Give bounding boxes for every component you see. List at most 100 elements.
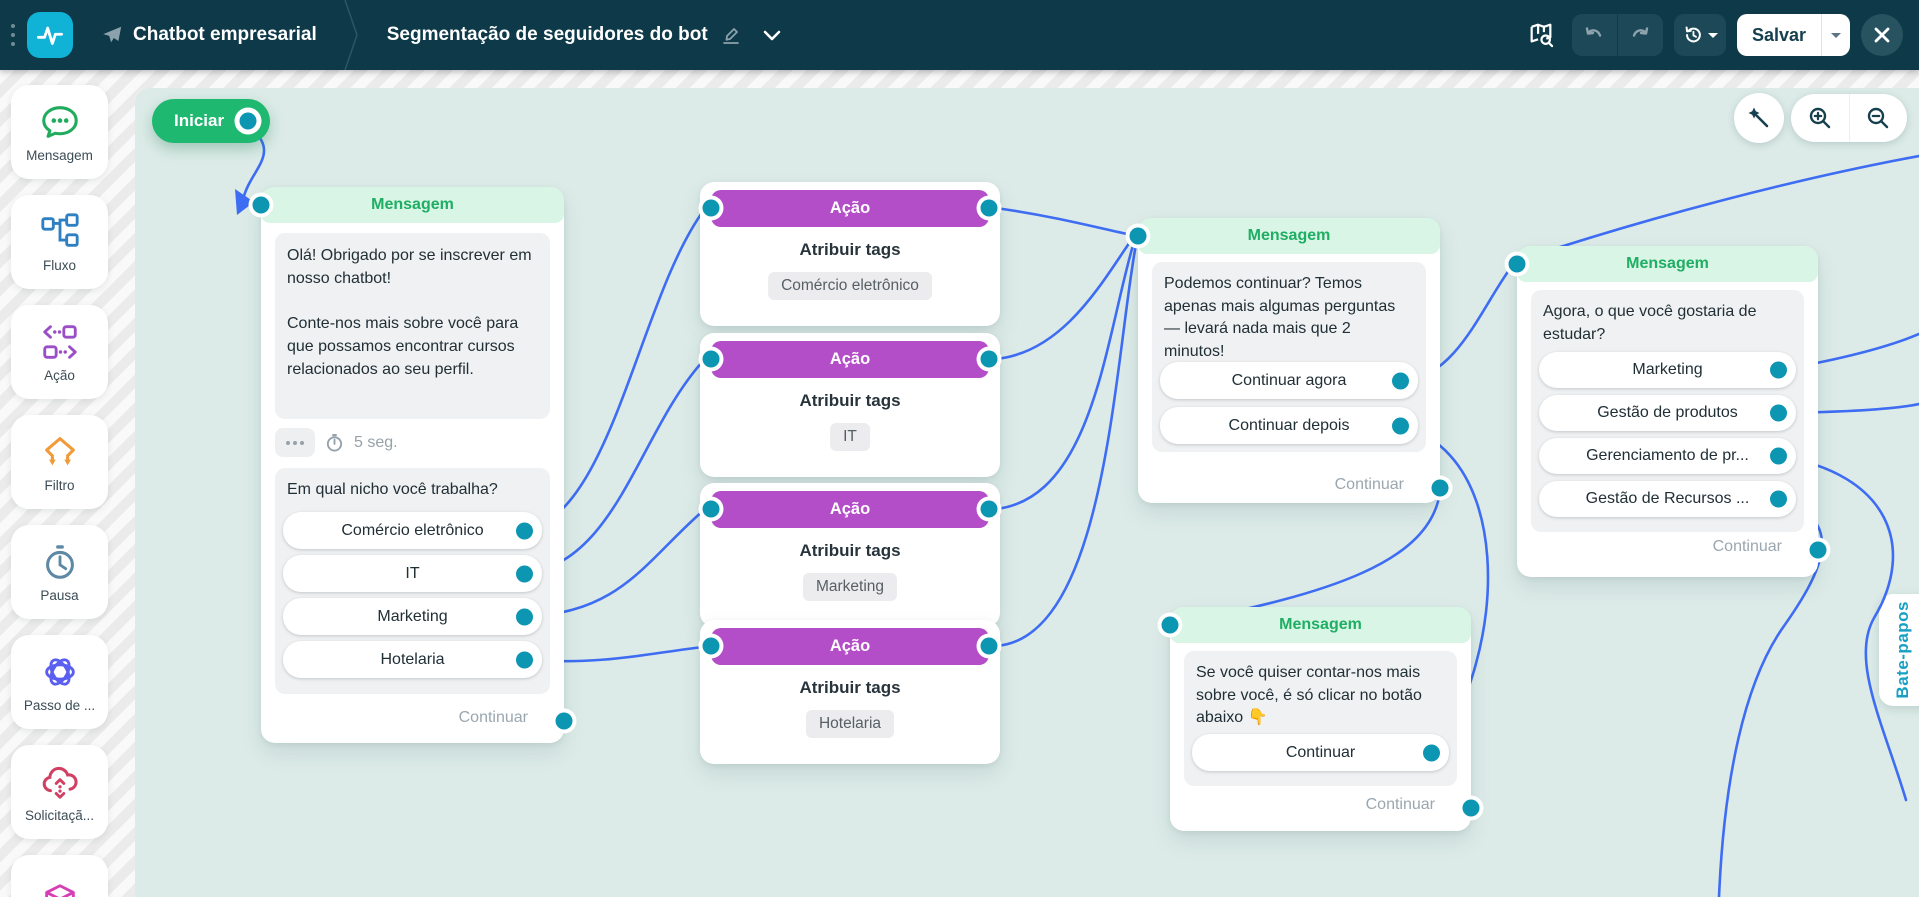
tag-chip: Comércio eletrônico xyxy=(768,272,932,300)
edit-pencil-icon[interactable] xyxy=(721,25,741,45)
output-connector-dot[interactable] xyxy=(980,199,998,217)
action-title: Atribuir tags xyxy=(799,391,901,410)
output-connector-dot[interactable] xyxy=(1462,799,1480,817)
undo-button[interactable] xyxy=(1572,14,1617,56)
button-label: Continuar xyxy=(1285,743,1356,761)
save-divider xyxy=(1821,14,1822,56)
action-node-4[interactable]: Ação Atribuir tags Hotelaria xyxy=(700,620,1000,764)
quick-reply-button[interactable]: Gestão de produtos xyxy=(1539,395,1796,431)
input-connector-dot[interactable] xyxy=(702,637,720,655)
input-connector-dot[interactable] xyxy=(1508,255,1526,273)
redo-icon xyxy=(1633,27,1649,37)
input-connector-dot[interactable] xyxy=(702,500,720,518)
palette-item-api-request[interactable]: Solicitaçã... xyxy=(11,745,108,839)
input-connector-dot[interactable] xyxy=(1161,616,1179,634)
palette-item-action[interactable]: Ação xyxy=(11,305,108,399)
undo-icon xyxy=(1586,27,1602,37)
close-button[interactable] xyxy=(1861,14,1903,56)
output-connector-dot[interactable] xyxy=(555,712,573,730)
action-title: Atribuir tags xyxy=(799,541,901,560)
save-button[interactable]: Salvar xyxy=(1751,24,1806,45)
message-node-4[interactable]: Mensagem Se você quiser contar-nos mais … xyxy=(1161,607,1480,831)
continue-output-label: Continuar xyxy=(1334,476,1404,493)
palette-item-ai-step[interactable]: Passo de ... xyxy=(11,635,108,729)
quick-reply-button[interactable]: Gerenciamento de pr... xyxy=(1539,438,1796,474)
palette-item-random[interactable] xyxy=(11,855,108,897)
connector-dot[interactable] xyxy=(1423,744,1440,761)
quick-reply-button[interactable]: IT xyxy=(283,555,542,592)
connector-dot[interactable] xyxy=(1770,404,1787,422)
button-label: Gerenciamento de pr... xyxy=(1586,447,1749,464)
connector-dot[interactable] xyxy=(239,112,257,130)
more-options-button[interactable] xyxy=(275,428,315,457)
palette-item-filter[interactable]: Filtro xyxy=(11,415,108,509)
quick-reply-button[interactable]: Continuar xyxy=(1192,734,1449,771)
connector-dot[interactable] xyxy=(516,608,533,625)
map-search-icon[interactable] xyxy=(1527,21,1555,49)
palette-item-label: Solicitaçã... xyxy=(24,808,95,823)
random-cube-icon xyxy=(44,884,75,897)
input-connector-dot[interactable] xyxy=(702,199,720,217)
quick-reply-button[interactable]: Marketing xyxy=(1539,352,1796,388)
output-connector-dot[interactable] xyxy=(1809,541,1827,559)
auto-arrange-button[interactable] xyxy=(1734,93,1784,143)
connector-dot[interactable] xyxy=(1392,372,1409,389)
connector-dot[interactable] xyxy=(516,651,533,668)
palette-item-label: Fluxo xyxy=(42,258,76,273)
connector-dot[interactable] xyxy=(516,522,533,539)
quick-reply-button[interactable]: Gestão de Recursos ... xyxy=(1539,481,1796,517)
quick-reply-button[interactable]: Hotelaria xyxy=(283,641,542,678)
title-chevron-down-icon[interactable] xyxy=(763,30,781,41)
palette-item-flow[interactable]: Fluxo xyxy=(11,195,108,289)
telegram-icon xyxy=(103,26,122,43)
output-connector-dot[interactable] xyxy=(1431,479,1449,497)
app-logo[interactable] xyxy=(27,12,73,58)
zoom-controls xyxy=(1791,94,1907,142)
connector-dot[interactable] xyxy=(1770,447,1787,465)
palette-item-label: Ação xyxy=(44,368,75,383)
redo-button[interactable] xyxy=(1616,14,1663,56)
action-node-1[interactable]: Ação Atribuir tags Comércio eletrônico xyxy=(700,182,1000,326)
message-text: Olá! Obrigado por se inscrever em nosso … xyxy=(287,247,532,287)
connector-dot[interactable] xyxy=(1770,490,1787,508)
message-text: Agora, o que você gostaria de estudar? xyxy=(1543,303,1757,343)
message-node-1[interactable]: Mensagem Olá! Obrigado por se inscrever … xyxy=(252,187,573,743)
input-connector-dot[interactable] xyxy=(252,196,270,214)
button-label: Hotelaria xyxy=(380,650,445,668)
chats-tab[interactable]: Bate-papos xyxy=(1879,594,1919,706)
action-node-3[interactable]: Ação Atribuir tags Marketing xyxy=(700,483,1000,627)
continue-output-label: Continuar xyxy=(1712,538,1782,555)
bot-name: Chatbot empresarial xyxy=(133,24,317,45)
zoom-in-button[interactable] xyxy=(1791,94,1849,142)
top-bar-actions: Salvar xyxy=(1527,14,1903,56)
zoom-out-button[interactable] xyxy=(1848,94,1908,142)
quick-reply-button[interactable]: Continuar depois xyxy=(1160,407,1418,444)
start-node[interactable]: Iniciar xyxy=(152,99,270,143)
palette-item-pause[interactable]: Pausa xyxy=(11,525,108,619)
message-node-3[interactable]: Mensagem Agora, o que você gostaria de e… xyxy=(1508,246,1827,577)
action-node-2[interactable]: Ação Atribuir tags IT xyxy=(700,333,1000,477)
output-connector-dot[interactable] xyxy=(980,500,998,518)
action-title: Atribuir tags xyxy=(799,240,901,259)
output-connector-dot[interactable] xyxy=(980,637,998,655)
connector-dot[interactable] xyxy=(1770,361,1787,379)
connector-dot[interactable] xyxy=(1392,417,1409,434)
input-connector-dot[interactable] xyxy=(702,350,720,368)
input-connector-dot[interactable] xyxy=(1129,227,1147,245)
magic-wand-icon xyxy=(1748,107,1769,128)
action-node-header: Ação xyxy=(711,341,989,378)
action-icon xyxy=(42,325,77,359)
quick-reply-button[interactable]: Comércio eletrônico xyxy=(283,512,542,549)
palette-item-message[interactable]: Mensagem xyxy=(11,85,108,179)
output-connector-dot[interactable] xyxy=(980,350,998,368)
quick-reply-button[interactable]: Marketing xyxy=(283,598,542,635)
message-node-2[interactable]: Mensagem Podemos continuar? Temos apenas… xyxy=(1129,218,1449,503)
quick-reply-button[interactable]: Continuar agora xyxy=(1160,362,1418,399)
close-icon xyxy=(1874,27,1890,43)
history-button[interactable] xyxy=(1673,14,1726,56)
save-dropdown-button[interactable] xyxy=(1822,32,1850,38)
connector-dot[interactable] xyxy=(516,565,533,582)
kebab-menu-icon[interactable] xyxy=(11,24,15,46)
palette-item-label: Pausa xyxy=(40,588,79,603)
button-label: Continuar agora xyxy=(1231,371,1347,389)
